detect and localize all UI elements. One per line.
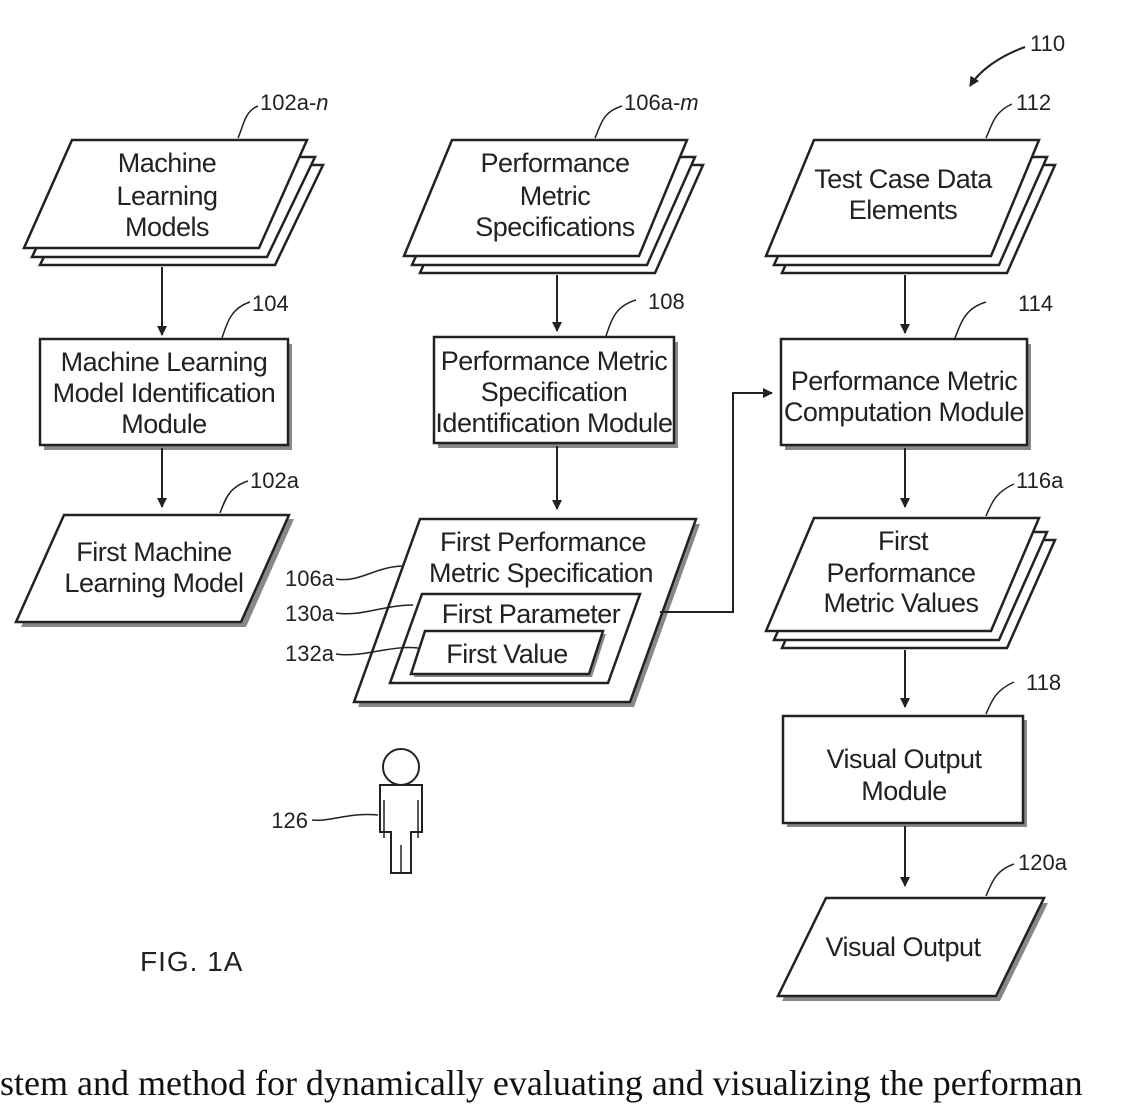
ml-id-line-3: Module xyxy=(121,409,207,439)
system-diagram: Machine Learning Models 102a-n Machine L… xyxy=(0,0,1137,1060)
computation-line-1: Performance Metric xyxy=(791,366,1018,396)
ml-models-line-1: Machine xyxy=(118,148,217,178)
figure-caption: FIG. 1A xyxy=(140,946,243,977)
first-model-ref-leader xyxy=(220,481,248,513)
ml-id-line-1: Machine Learning xyxy=(61,347,268,377)
visual-output-ref-leader xyxy=(986,864,1014,896)
spec-id-line-2: Specification xyxy=(481,377,628,407)
ml-identification-module: Machine Learning Model Identification Mo… xyxy=(40,339,292,450)
metric-values-line-1: First xyxy=(878,526,929,556)
test-case-line-2: Elements xyxy=(849,195,958,225)
computation-module: Performance Metric Computation Module xyxy=(781,339,1031,450)
metric-specs-line-2: Metric xyxy=(520,181,591,211)
user-figure xyxy=(380,749,422,873)
first-parameter-label: First Parameter xyxy=(442,599,621,629)
metric-specs-line-1: Performance xyxy=(480,148,629,178)
first-value-shape: First Value xyxy=(411,631,606,677)
first-model-shape: First Machine Learning Model xyxy=(16,515,294,627)
ml-models-ref-leader xyxy=(238,106,258,138)
user-ref: 126 xyxy=(271,808,308,833)
first-model-line-1: First Machine xyxy=(76,537,232,567)
ml-id-ref-leader xyxy=(222,302,250,338)
visual-output-shape: Visual Output xyxy=(778,898,1048,1001)
first-value-label: First Value xyxy=(446,639,568,669)
visual-output-module: Visual Output Module xyxy=(783,716,1027,827)
first-spec-ref-leader xyxy=(336,566,404,580)
visual-output-ref: 120a xyxy=(1018,850,1068,875)
ml-id-line-2: Model Identification xyxy=(53,378,276,408)
visual-output-label: Visual Output xyxy=(825,932,981,962)
spec-id-ref: 108 xyxy=(648,289,685,314)
first-spec-line-1: First Performance xyxy=(440,527,646,557)
spec-id-ref-leader xyxy=(606,300,636,336)
computation-ref: 114 xyxy=(1018,291,1053,316)
metric-values-ref-leader xyxy=(986,484,1014,516)
computation-ref-leader xyxy=(955,302,986,338)
ml-models-ref: 102a-n xyxy=(260,90,329,115)
test-case-ref-leader xyxy=(986,104,1012,138)
first-parameter-ref: 130a xyxy=(285,601,335,626)
spec-identification-module: Performance Metric Specification Identif… xyxy=(434,337,678,448)
metric-specs-ref-leader xyxy=(595,106,622,138)
first-spec-ref: 106a xyxy=(285,566,335,591)
ml-models-line-3: Models xyxy=(125,212,209,242)
visual-output-module-line-1: Visual Output xyxy=(826,744,982,774)
metric-specs-ref: 106a-m xyxy=(624,90,699,115)
system-ref: 110 xyxy=(1030,31,1065,56)
visual-output-module-ref-leader xyxy=(986,682,1014,714)
ml-models-stack: Machine Learning Models xyxy=(24,140,323,265)
visual-output-module-line-2: Module xyxy=(861,776,947,806)
metric-values-line-3: Metric Values xyxy=(823,588,978,618)
footer-text: ystem and method for dynamically evaluat… xyxy=(0,1062,1083,1104)
first-spec-line-2: Metric Specification xyxy=(429,558,653,588)
test-case-ref: 112 xyxy=(1016,90,1051,115)
ml-models-line-2: Learning xyxy=(116,181,217,211)
system-ref-arrow xyxy=(970,47,1025,86)
test-case-stack: Test Case Data Elements xyxy=(766,140,1055,273)
ml-id-ref: 104 xyxy=(252,291,289,316)
metric-specs-line-3: Specifications xyxy=(475,212,635,242)
metric-values-ref: 116a xyxy=(1016,468,1064,493)
metric-specs-stack: Performance Metric Specifications xyxy=(404,140,703,273)
first-model-ref: 102a xyxy=(250,468,300,493)
first-value-ref: 132a xyxy=(285,641,335,666)
spec-id-line-1: Performance Metric xyxy=(441,346,668,376)
metric-values-stack: First Performance Metric Values xyxy=(766,518,1055,648)
visual-output-module-ref: 118 xyxy=(1026,670,1061,695)
metric-values-line-2: Performance xyxy=(826,558,975,588)
first-model-line-2: Learning Model xyxy=(64,568,243,598)
test-case-line-1: Test Case Data xyxy=(814,164,993,194)
spec-id-line-3: Identification Module xyxy=(435,408,672,438)
footer-text-line: ystem and method for dynamically evaluat… xyxy=(0,1062,1137,1112)
computation-line-2: Computation Module xyxy=(784,397,1024,427)
user-ref-leader xyxy=(312,814,378,820)
